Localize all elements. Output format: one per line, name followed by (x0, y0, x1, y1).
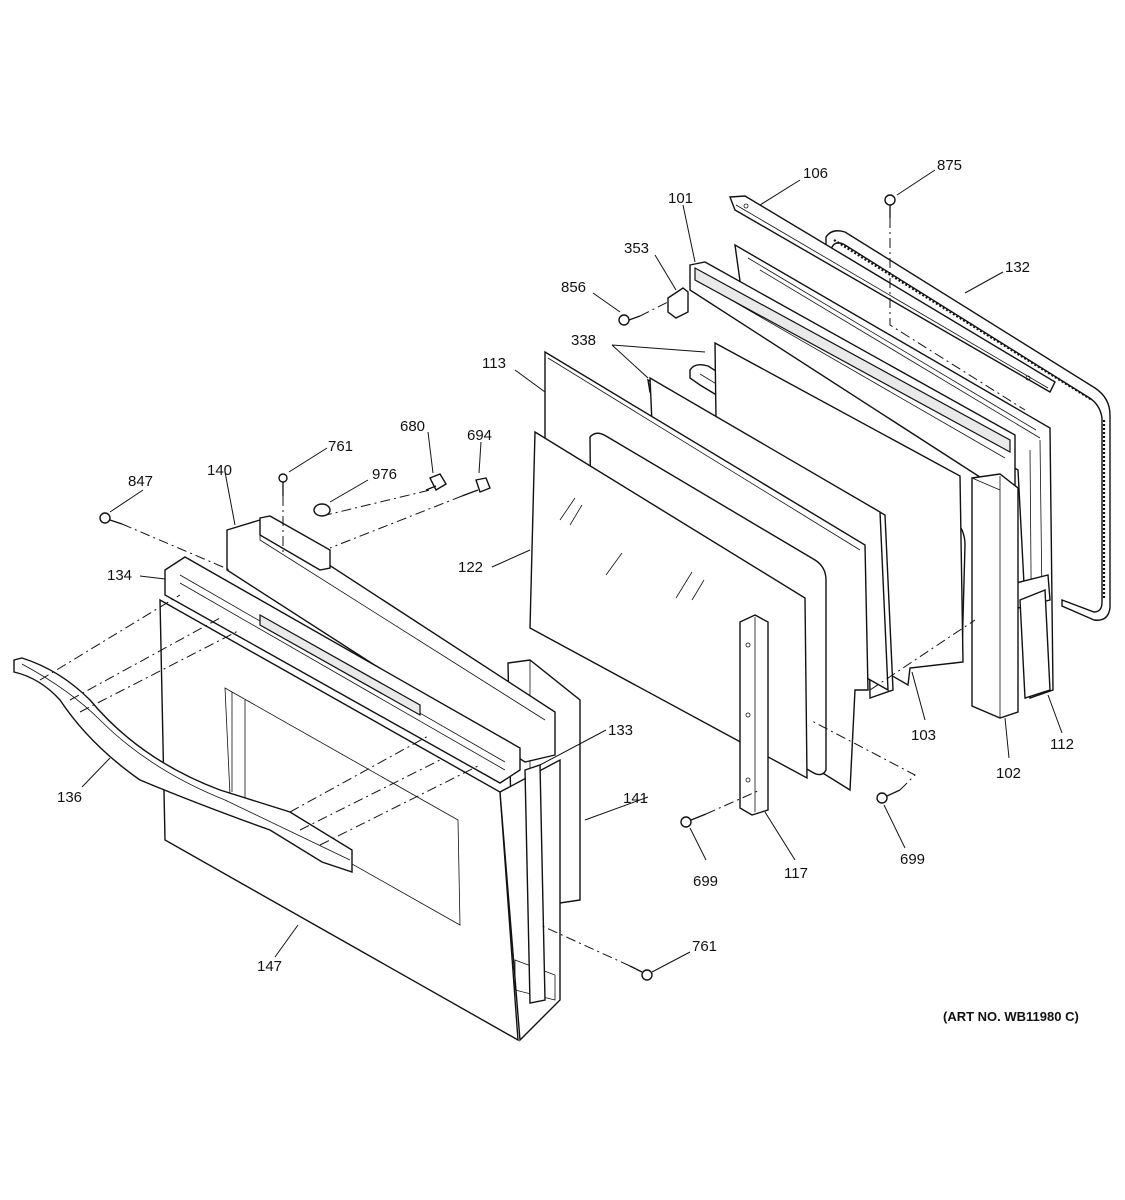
handle-136 (13, 657, 353, 873)
label-353: 353 (624, 240, 649, 257)
label-680: 680 (400, 418, 425, 435)
label-140: 140 (207, 462, 232, 479)
label-134: 134 (107, 567, 132, 584)
screw-699-left (680, 813, 707, 828)
label-112: 112 (1050, 736, 1074, 753)
label-106: 106 (803, 165, 828, 182)
leader-lines (81, 169, 1063, 973)
label-117: 117 (784, 865, 808, 882)
label-113: 113 (482, 355, 506, 372)
screw-847 (99, 512, 123, 525)
label-761-bottom: 761 (692, 938, 717, 955)
bolt-694 (461, 477, 491, 497)
label-132: 132 (1005, 259, 1030, 276)
label-976: 976 (372, 466, 397, 483)
label-847: 847 (128, 473, 153, 490)
part-labels: 106 875 101 353 132 856 338 113 680 694 … (57, 157, 1079, 1024)
label-699-right: 699 (900, 851, 925, 868)
clip-353 (667, 287, 689, 319)
label-136: 136 (57, 789, 82, 806)
alignment-lines (39, 218, 1026, 967)
top-channel-106 (729, 195, 1056, 393)
label-103: 103 (911, 727, 936, 744)
art-number: (ART NO. WB11980 C) (943, 1009, 1079, 1024)
label-699-left: 699 (693, 873, 718, 890)
label-122: 122 (458, 559, 483, 576)
label-338: 338 (571, 332, 596, 349)
screw-856 (618, 314, 641, 326)
label-761-top: 761 (328, 438, 353, 455)
label-133: 133 (608, 722, 633, 739)
label-147: 147 (257, 958, 282, 975)
screw-875 (884, 194, 896, 218)
screw-699-right (876, 789, 901, 804)
vent-trim-134 (164, 556, 521, 784)
side-strip-102 (971, 473, 1019, 719)
label-694: 694 (467, 427, 492, 444)
top-frame-140 (226, 515, 556, 763)
label-875: 875 (937, 157, 962, 174)
door-gasket-132 (825, 230, 1111, 621)
hinge-bracket-117 (739, 614, 769, 816)
label-856: 856 (561, 279, 586, 296)
bracket-133 (524, 764, 546, 1004)
bolt-680 (425, 473, 447, 491)
label-102: 102 (996, 765, 1021, 782)
front-glass-122 (529, 430, 808, 780)
screw-761-top (278, 473, 288, 496)
label-141: 141 (623, 790, 648, 807)
screw-761-bottom (629, 965, 653, 981)
label-101: 101 (668, 190, 693, 207)
